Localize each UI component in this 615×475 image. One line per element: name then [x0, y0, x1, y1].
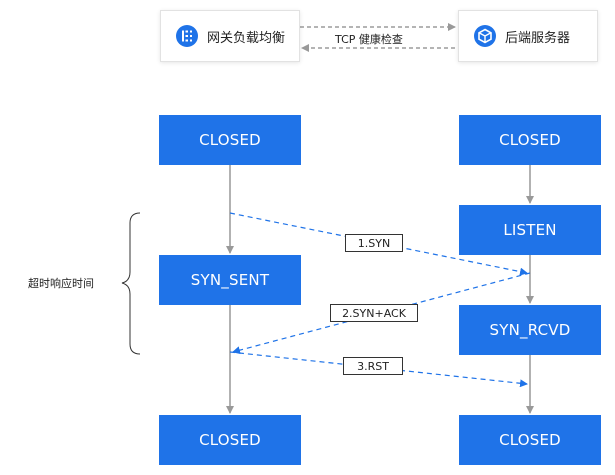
gateway-label: 网关负载均衡: [207, 30, 286, 46]
timeout-brace: [121, 212, 141, 355]
left-state-syn-sent: SYN_SENT: [159, 255, 301, 305]
server-cube-icon: [474, 25, 496, 47]
syn-ack-label: 2.SYN+ACK: [330, 304, 418, 322]
syn-label: 1.SYN: [345, 234, 403, 252]
rst-arrow: [229, 351, 528, 388]
backend-card: 后端服务器: [458, 10, 598, 62]
left-state-closed-top: CLOSED: [159, 115, 301, 165]
timeout-label: 超时响应时间: [28, 277, 94, 290]
backend-label: 后端服务器: [505, 30, 571, 46]
gateway-icon: [176, 25, 198, 47]
right-state-closed-bottom: CLOSED: [459, 415, 601, 465]
gateway-card: 网关负载均衡: [160, 10, 300, 62]
connection-label: TCP 健康检查: [335, 33, 403, 46]
syn-arrow: [229, 212, 528, 276]
right-state-listen: LISTEN: [459, 205, 601, 255]
left-state-closed-bottom: CLOSED: [159, 415, 301, 465]
rst-label: 3.RST: [343, 357, 403, 375]
right-state-syn-rcvd: SYN_RCVD: [459, 305, 601, 355]
right-state-closed-top: CLOSED: [459, 115, 601, 165]
